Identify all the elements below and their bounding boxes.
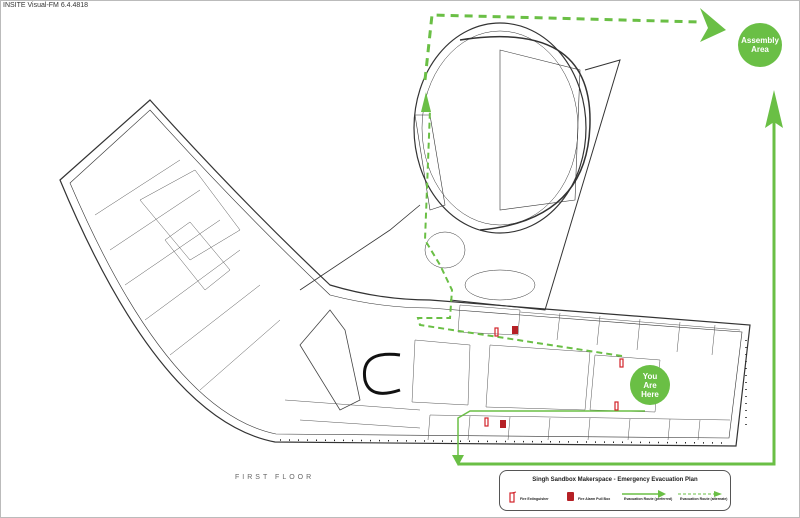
atrium — [299, 309, 361, 411]
legend-title: Singh Sandbox Makerspace - Emergency Eva… — [532, 477, 698, 483]
floor-label: FIRST FLOOR — [235, 474, 315, 481]
interior-walls — [94, 159, 741, 441]
app-title: INSITE Visual-FM 6.4.4818 — [3, 2, 89, 9]
assembly-line1: Assembly — [741, 36, 779, 45]
preferred-route-exterior — [458, 100, 776, 466]
alternate-arrow-right — [700, 8, 726, 42]
you-here-line1: You — [642, 371, 658, 381]
legend-label-preferred: Evacuation Route (preferred) — [624, 497, 673, 501]
fire-alarm-pull-box-icon — [500, 326, 518, 428]
stair-c — [362, 352, 401, 395]
fire-extinguisher-icon — [509, 491, 517, 503]
assembly-line2: Area — [751, 45, 769, 54]
wall-ticks — [279, 340, 747, 444]
alternate-arrow-up — [421, 92, 431, 112]
legend-label-pull-box: Fire Alarm Pull Box — [578, 497, 611, 501]
arena-building — [299, 22, 621, 311]
fire-extinguisher-icon — [484, 327, 624, 427]
legend: Singh Sandbox Makerspace - Emergency Eva… — [499, 470, 731, 511]
dashed-arrow-icon — [678, 491, 722, 497]
route-arrow-down — [452, 455, 464, 466]
alternate-route — [416, 109, 623, 357]
alternate-route-exterior — [423, 13, 701, 81]
preferred-route — [457, 410, 645, 458]
you-here-line2: Are — [643, 380, 657, 390]
route-arrow-up — [765, 90, 783, 128]
you-here-line3: Here — [641, 389, 659, 399]
building-outline — [59, 99, 751, 447]
legend-label-extinguisher: Fire Extinguisher — [520, 497, 549, 501]
solid-arrow-icon — [622, 490, 666, 498]
legend-label-alternate: Evacuation Route (alternate) — [680, 497, 728, 501]
fire-alarm-pull-box-icon — [567, 492, 574, 501]
